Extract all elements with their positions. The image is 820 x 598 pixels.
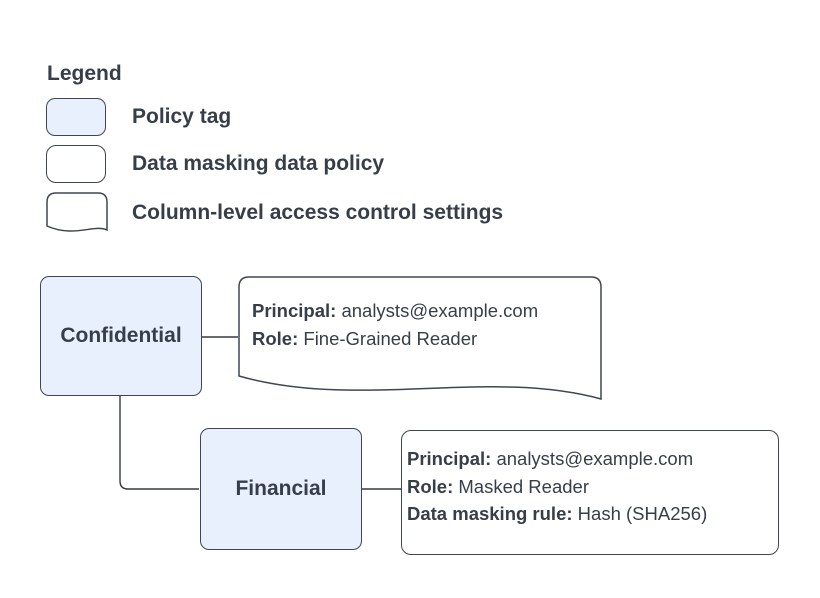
masking-rule-value: Hash (SHA256) [577, 503, 708, 524]
connector-confidential-to-financial [119, 396, 199, 490]
column-access-settings-swatch-icon [46, 192, 108, 232]
masking-rule-label: Data masking rule: [407, 503, 573, 524]
policy-tag-node-financial: Financial [200, 428, 362, 550]
masking-policy-box [401, 430, 779, 555]
acl-note-role-line: Role: Fine-Grained Reader [252, 325, 538, 353]
acl-settings-shape [238, 276, 602, 400]
legend-label-data-masking-policy: Data masking data policy [132, 152, 385, 175]
masking-principal-value: analysts@example.com [496, 448, 694, 469]
policy-tag-swatch-icon [46, 98, 106, 136]
legend-label-policy-tag: Policy tag [132, 105, 232, 128]
masking-policy-note: Principal: analysts@example.com Role: Ma… [407, 445, 707, 528]
acl-role-label: Role: [252, 327, 299, 349]
policy-tag-node-confidential: Confidential [40, 276, 202, 396]
masking-principal-label: Principal: [407, 448, 492, 469]
policy-tag-node-label: Financial [235, 477, 327, 500]
acl-settings-note: Principal: analysts@example.com Role: Fi… [252, 297, 538, 352]
masking-role-label: Role: [407, 475, 454, 497]
acl-role-value: Fine-Grained Reader [303, 327, 478, 349]
acl-principal-value: analysts@example.com [341, 300, 539, 321]
data-masking-policy-swatch-icon [46, 145, 106, 183]
policy-tag-node-label: Confidential [60, 324, 182, 347]
legend-label-column-access-settings: Column-level access control settings [132, 201, 504, 224]
legend-title: Legend [47, 62, 122, 85]
masking-note-role-line: Role: Masked Reader [407, 473, 707, 501]
masking-note-principal-line: Principal: analysts@example.com [407, 445, 707, 473]
masking-note-rule-line: Data masking rule: Hash (SHA256) [407, 500, 707, 528]
acl-principal-label: Principal: [252, 300, 337, 321]
acl-note-principal-line: Principal: analysts@example.com [252, 297, 538, 325]
masking-role-value: Masked Reader [458, 475, 589, 497]
